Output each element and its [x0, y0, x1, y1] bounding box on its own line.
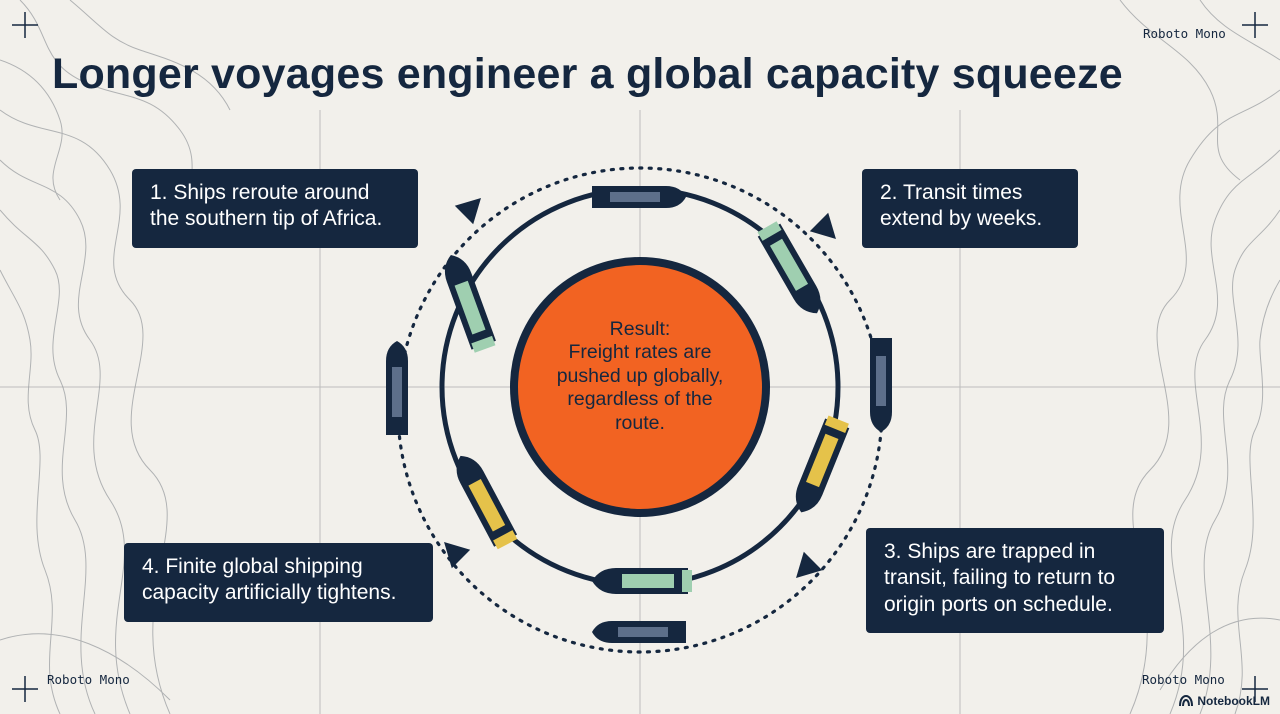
cycle-arrow-top-left-icon	[454, 198, 481, 225]
result-line-3: pushed up globally,	[556, 364, 724, 387]
result-line-1: Result:	[609, 318, 671, 340]
font-label-bottom-left: Roboto Mono	[47, 672, 130, 687]
result-line-2: Freight rates are	[568, 341, 712, 364]
step-4-card: 4. Finite global shipping capacity artif…	[124, 543, 433, 622]
result-line-4: regardless of the	[567, 388, 713, 411]
ship-outer-bottom-icon	[592, 621, 686, 643]
ship-outer-right-icon	[870, 338, 892, 432]
result-circle	[518, 265, 762, 509]
step-3-line-2: transit, failing to return to	[884, 566, 1116, 590]
step-2-line-1: 2. Transit times	[880, 181, 1023, 204]
step-3-line-3: origin ports on schedule.	[884, 592, 1113, 616]
result-text: Result: Freight rates are pushed up glob…	[540, 318, 740, 435]
page-title: Longer voyages engineer a global capacit…	[52, 50, 1123, 98]
ship-inner-upper-right-icon	[757, 221, 821, 314]
result-line-5: route.	[615, 411, 665, 434]
brand-watermark: NotebookLM	[1179, 694, 1270, 708]
cycle-arrow-bottom-right-icon	[796, 551, 823, 578]
step-2-card: 2. Transit times extend by weeks.	[862, 169, 1078, 248]
font-label-top-right: Roboto Mono	[1143, 26, 1226, 41]
notebooklm-logo-icon	[1179, 695, 1194, 707]
ship-outer-top-icon	[592, 186, 686, 208]
ship-inner-lower-right-icon	[795, 415, 850, 513]
brand-label: NotebookLM	[1197, 694, 1270, 708]
step-2-line-2: extend by weeks.	[880, 207, 1043, 231]
step-1-line-2: the southern tip of Africa.	[150, 207, 383, 231]
font-label-bottom-right: Roboto Mono	[1142, 672, 1225, 687]
ship-inner-bottom-icon	[592, 568, 692, 594]
step-3-card: 3. Ships are trapped in transit, failing…	[866, 528, 1164, 633]
step-1-card: 1. Ships reroute around the southern tip…	[132, 169, 418, 248]
ship-inner-lower-left-icon	[456, 455, 518, 550]
ship-outer-left-icon	[386, 341, 408, 435]
cycle-arrow-bottom-left-icon	[444, 542, 471, 569]
ship-inner-upper-left-icon	[444, 255, 496, 353]
cycle-arrow-top-right-icon	[809, 212, 836, 239]
step-3-line-1: 3. Ships are trapped in	[884, 540, 1096, 563]
step-1-line-1: 1. Ships reroute around	[150, 181, 370, 204]
step-4-line-2: capacity artificially tightens.	[142, 581, 397, 605]
step-4-line-1: 4. Finite global shipping	[142, 555, 363, 578]
